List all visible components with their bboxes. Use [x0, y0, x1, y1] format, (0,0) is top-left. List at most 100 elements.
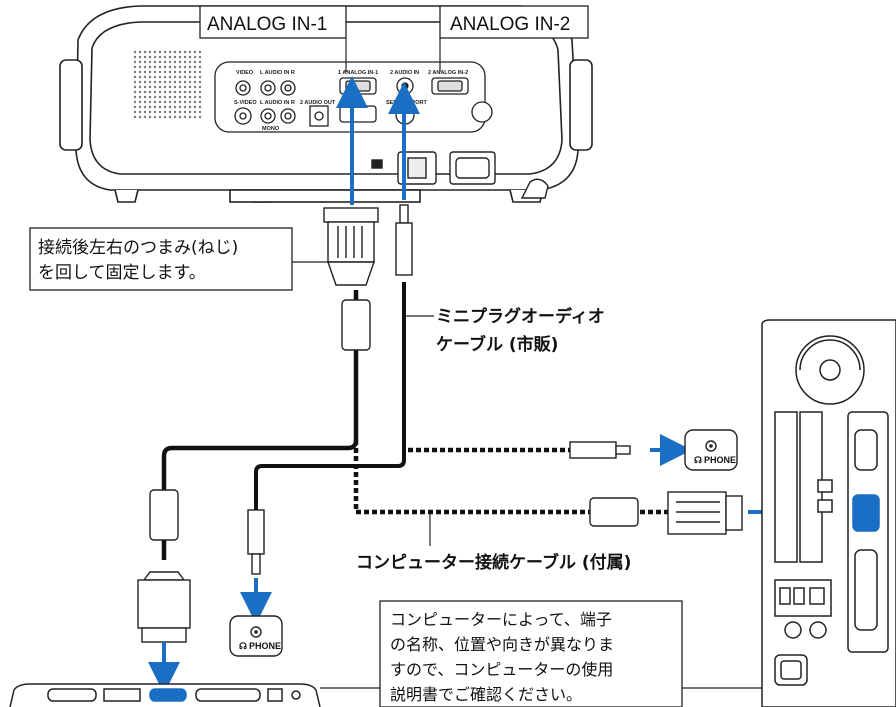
grill-dot — [148, 85, 152, 89]
grill-dot — [158, 70, 162, 74]
grill-dot — [188, 50, 192, 54]
grill-dot — [168, 110, 172, 114]
grill-dot — [158, 55, 162, 59]
grill-dot — [173, 65, 177, 69]
grill-dot — [158, 65, 162, 69]
headphone-icon: ☊ — [239, 641, 247, 651]
grill-dot — [198, 70, 202, 74]
grill-dot — [133, 65, 137, 69]
grill-dot — [148, 65, 152, 69]
grill-dot — [178, 50, 182, 54]
grill-dot — [158, 85, 162, 89]
grill-dot — [143, 90, 147, 94]
analog-in-2-label: ANALOG IN-2 — [439, 5, 589, 72]
svg-text:PHONE: PHONE — [249, 641, 281, 651]
grill-dot — [188, 90, 192, 94]
grill-dot — [193, 55, 197, 59]
power-area — [371, 151, 549, 199]
grill-dot — [178, 70, 182, 74]
grill-dot — [163, 100, 167, 104]
grill-dot — [183, 105, 187, 109]
grill-dot — [133, 50, 137, 54]
grill-dot — [198, 50, 202, 54]
grill-dot — [163, 60, 167, 64]
svg-text:すので、コンピューターの使用: すので、コンピューターの使用 — [390, 660, 613, 679]
svg-text:2 AUDIO OUT: 2 AUDIO OUT — [300, 100, 336, 106]
grill-dot — [133, 115, 137, 119]
grill-dot — [133, 90, 137, 94]
grill-dot — [178, 105, 182, 109]
grill-dot — [143, 95, 147, 99]
grill-dot — [178, 75, 182, 79]
grill-dot — [148, 55, 152, 59]
grill-dot — [163, 105, 167, 109]
audio-plug-right — [569, 434, 692, 466]
grill-dot — [138, 60, 142, 64]
grill-dot — [138, 50, 142, 54]
svg-text:の名称、位置や向きが異なりま: の名称、位置や向きが異なりま — [390, 635, 614, 654]
audio-plug-bottom — [240, 509, 272, 624]
grill-dot — [163, 110, 167, 114]
grill-dot — [163, 50, 167, 54]
grill-dot — [138, 105, 142, 109]
analog-in-1-label: ANALOG IN-1 — [199, 5, 347, 72]
svg-text:接続後左右のつまみ(ねじ): 接続後左右のつまみ(ねじ) — [38, 238, 238, 258]
svg-text:ケーブル (市販): ケーブル (市販) — [436, 334, 558, 355]
grill-dot — [143, 70, 147, 74]
svg-text:2 ANALOG IN-2: 2 ANALOG IN-2 — [428, 70, 468, 76]
grill-dot — [198, 100, 202, 104]
grill-dot — [153, 50, 157, 54]
fix-note-callout: 接続後左右のつまみ(ねじ) を回して固定します。 — [29, 227, 330, 291]
grill-dot — [143, 50, 147, 54]
grill-dot — [173, 60, 177, 64]
audio-plug-top — [395, 204, 413, 276]
grill-dot — [183, 50, 187, 54]
grill-dot — [188, 85, 192, 89]
laptop — [9, 683, 321, 707]
grill-dot — [183, 60, 187, 64]
grill-dot — [163, 90, 167, 94]
grill-dot — [193, 100, 197, 104]
grill-dot — [153, 115, 157, 119]
svg-text:MONO: MONO — [262, 126, 280, 132]
svg-text:L AUDIO IN R: L AUDIO IN R — [260, 70, 295, 76]
grill-dot — [163, 55, 167, 59]
grill-dot — [133, 80, 137, 84]
grill-dot — [153, 95, 157, 99]
grill-dot — [173, 55, 177, 59]
grill-dot — [133, 70, 137, 74]
grill-dot — [183, 65, 187, 69]
grill-dot — [178, 90, 182, 94]
grill-dot — [198, 90, 202, 94]
grill-dot — [153, 65, 157, 69]
svg-text:説明書でご確認ください。: 説明書でご確認ください。 — [390, 685, 582, 704]
grill-dot — [158, 50, 162, 54]
grill-dot — [198, 75, 202, 79]
grill-dot — [168, 100, 172, 104]
grill-dot — [158, 110, 162, 114]
grill-dot — [158, 75, 162, 79]
grill-dot — [173, 95, 177, 99]
grill-dot — [168, 85, 172, 89]
grill-dot — [148, 75, 152, 79]
grill-dot — [178, 85, 182, 89]
grill-dot — [143, 65, 147, 69]
grill-dot — [148, 110, 152, 114]
svg-text:2 AUDIO IN: 2 AUDIO IN — [390, 70, 419, 76]
headphone-icon: ☊ — [694, 455, 702, 465]
grill-dot — [153, 105, 157, 109]
desktop-pc — [761, 319, 896, 707]
grill-dot — [163, 70, 167, 74]
grill-dot — [178, 65, 182, 69]
grill-dot — [178, 115, 182, 119]
grill-dot — [138, 100, 142, 104]
grill-dot — [158, 90, 162, 94]
grill-dot — [168, 105, 172, 109]
grill-dot — [173, 115, 177, 119]
grill-dot — [193, 85, 197, 89]
grill-dot — [173, 110, 177, 114]
grill-dot — [158, 80, 162, 84]
grill-dot — [133, 75, 137, 79]
grill-dot — [188, 55, 192, 59]
grill-dot — [168, 60, 172, 64]
